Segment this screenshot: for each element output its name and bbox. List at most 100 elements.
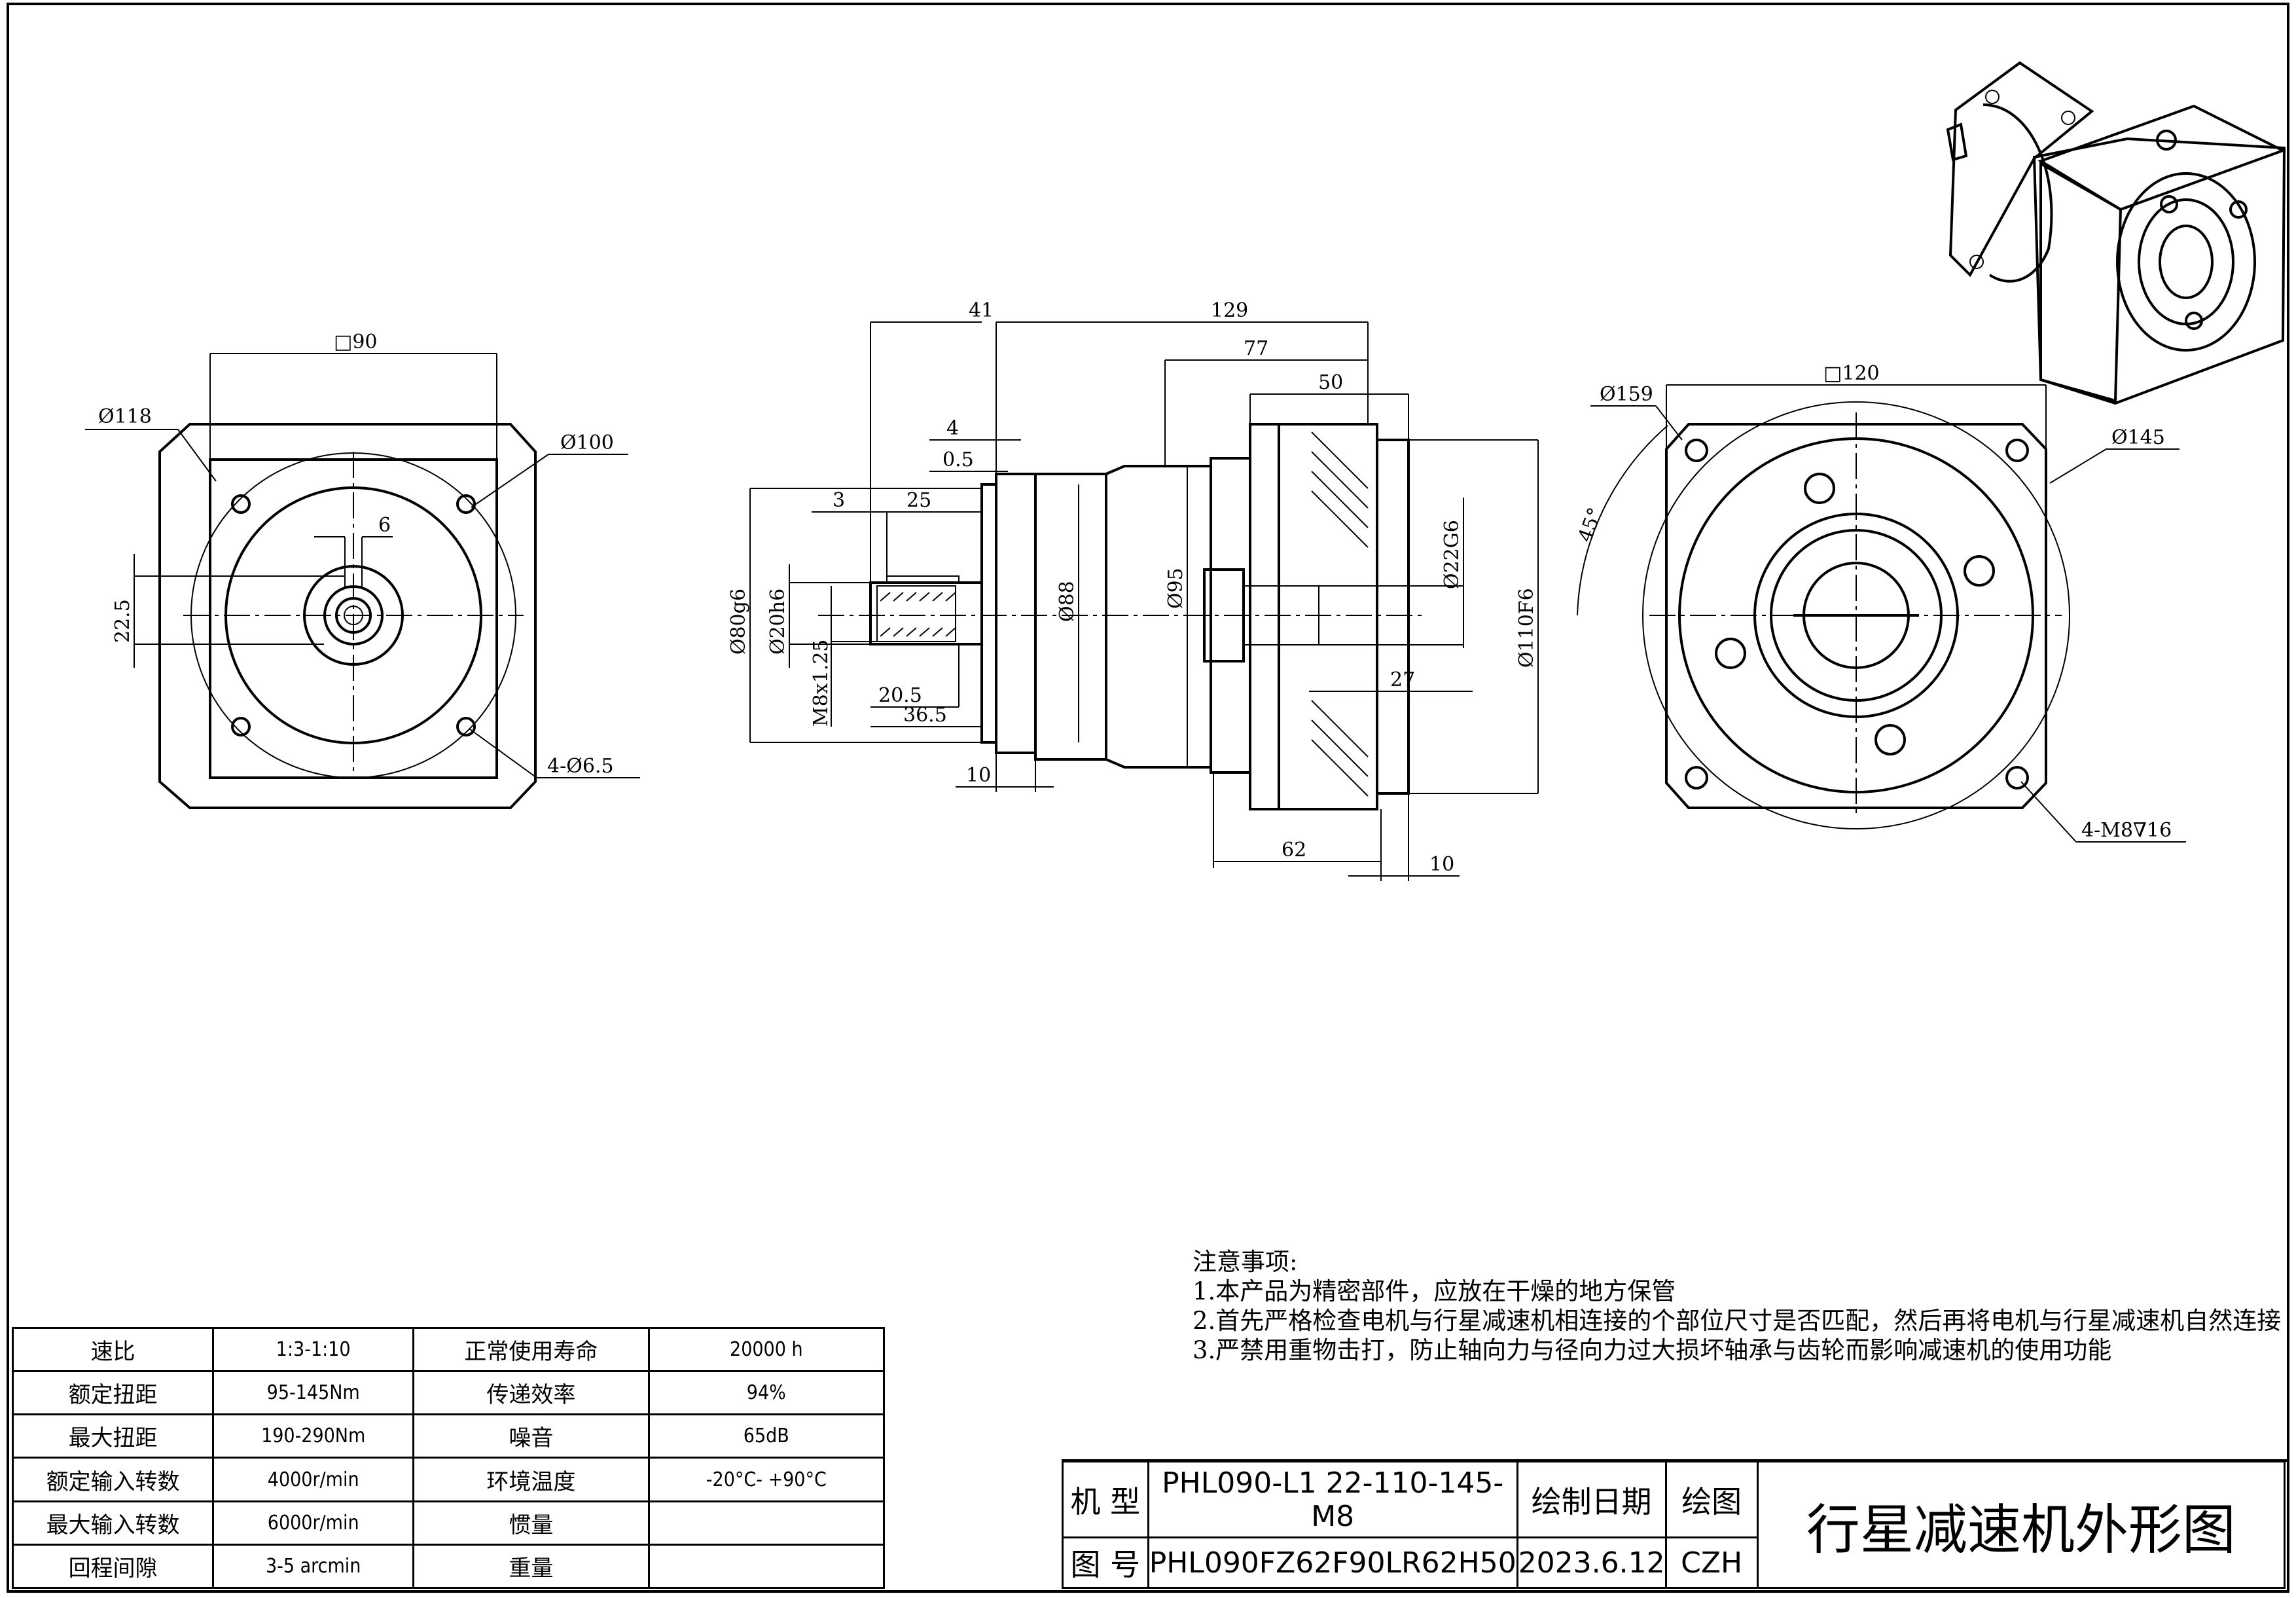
back-view: □120 Ø159 Ø145 45° 4-M8∇16 xyxy=(1574,362,2186,843)
dim-side-77: 77 xyxy=(1244,337,1268,360)
back-hole-br xyxy=(2005,766,2029,790)
front-hole-tl xyxy=(231,494,251,514)
front-view: □90 Ø118 Ø100 6 22.5 4-Ø6.5 xyxy=(85,331,640,809)
dim-side-20-5: 20.5 xyxy=(878,684,922,707)
spec-value: 190-290Nm xyxy=(212,1413,415,1459)
dim-dia-118: Ø118 xyxy=(98,405,152,428)
back-flange-outline xyxy=(1665,423,2047,809)
front-hole-bl xyxy=(231,717,251,736)
dim-side-m8: M8x1.25 xyxy=(810,639,833,727)
table-row: 速比 1:3-1:10 正常使用寿命 20000 h xyxy=(11,1326,886,1373)
dim-side-41: 41 xyxy=(969,299,994,322)
spec-key: 传递效率 xyxy=(412,1370,650,1416)
table-row: 机 型 PHL090-L1 22-110-145-M8 绘制日期 绘图 行星减速… xyxy=(1062,1460,2286,1589)
date-value: 2023.6.12 xyxy=(1516,1536,1667,1589)
side-flange xyxy=(995,473,1037,754)
dim-side-110: Ø110F6 xyxy=(1515,588,1538,668)
leader xyxy=(177,429,217,482)
dim-side-62: 62 xyxy=(1282,839,1306,862)
spec-key: 惯量 xyxy=(412,1500,650,1546)
side-shaft-hatch xyxy=(880,592,956,637)
spec-key: 正常使用寿命 xyxy=(412,1326,650,1373)
dim-side-22: Ø22G6 xyxy=(1441,520,1463,589)
spec-value: 1:3-1:10 xyxy=(212,1326,415,1373)
drawing-border xyxy=(7,3,2289,1593)
notes-line-3: 3.严禁用重物击打，防止轴向力与径向力过大损坏轴承与齿轮而影响减速机的使用功能 xyxy=(1193,1336,2112,1364)
back-bolt-1 xyxy=(1804,473,1835,504)
spec-value: 94% xyxy=(647,1370,886,1416)
notes-line-1: 1.本产品为精密部件，应放在干燥的地方保管 xyxy=(1193,1277,1676,1305)
dim-holes-m8: 4-M8∇16 xyxy=(2081,819,2172,842)
spec-key: 额定扭距 xyxy=(11,1370,215,1416)
leader xyxy=(2020,781,2077,843)
front-hole-tr xyxy=(456,494,476,514)
spec-table: 速比 1:3-1:10 正常使用寿命 20000 h 额定扭距 95-145Nm… xyxy=(11,1326,886,1589)
table-row: 额定扭距 95-145Nm 传递效率 94% xyxy=(11,1370,886,1416)
angle-arc xyxy=(1577,425,1668,616)
spec-key: 速比 xyxy=(11,1326,215,1373)
dim-dia-145: Ø145 xyxy=(2111,426,2165,449)
dim-dia-100: Ø100 xyxy=(560,431,614,454)
model-label: 机 型 xyxy=(1062,1460,1149,1539)
side-body-2 xyxy=(1105,465,1212,769)
spec-value xyxy=(647,1500,886,1546)
side-flange-hatch xyxy=(1311,431,1369,797)
dim-side-0-5: 0.5 xyxy=(942,448,974,471)
front-flange-outline xyxy=(158,423,537,809)
dim-side-95: Ø95 xyxy=(1164,568,1187,609)
dim-side-10a: 10 xyxy=(966,764,991,787)
spec-value: 95-145Nm xyxy=(212,1370,415,1416)
side-out-flange-right xyxy=(1376,439,1410,795)
spec-value: 65dB xyxy=(647,1413,886,1459)
spec-value: 20000 h xyxy=(647,1326,886,1373)
spec-value: 6000r/min xyxy=(212,1500,415,1546)
spec-value: -20°C- +90°C xyxy=(647,1457,886,1502)
dim-side-80: Ø80g6 xyxy=(727,589,750,655)
iso-shaft xyxy=(2159,225,2214,299)
spec-value: 3-5 arcmin xyxy=(212,1543,415,1589)
side-key xyxy=(886,575,960,583)
back-bolt-4 xyxy=(1715,638,1746,669)
iso-input-shaft xyxy=(1946,122,1968,162)
iso-motor-flange xyxy=(1948,61,2094,278)
spec-key: 最大输入转数 xyxy=(11,1500,215,1546)
dim-key-22-5: 22.5 xyxy=(111,599,134,643)
dim-side-4: 4 xyxy=(946,417,959,440)
side-view: 41 129 77 50 4 0.5 3 25 Ø80g6 Ø20h6 M8x1… xyxy=(727,299,1539,881)
iso-hole-4 xyxy=(2185,312,2203,330)
dim-side-36-5: 36.5 xyxy=(903,704,947,727)
drawing-title: 行星减速机外形图 xyxy=(1756,1461,2286,1589)
notes: 注意事项: 1.本产品为精密部件，应放在干燥的地方保管 2.首先严格检查电机与行… xyxy=(1193,1247,2281,1365)
side-flange-plate xyxy=(980,483,997,744)
side-out-flange-left xyxy=(1249,423,1280,810)
dim-side-88: Ø88 xyxy=(1056,581,1079,622)
notes-line-2: 2.首先严格检查电机与行星减速机相连接的个部位尺寸是否匹配，然后再将电机与行星减… xyxy=(1193,1307,2282,1335)
dim-side-3: 3 xyxy=(833,489,845,512)
iso-flange-hole-3 xyxy=(1969,255,1984,269)
iso-bore-inner xyxy=(2138,198,2234,325)
back-bolt-2 xyxy=(1964,555,1995,587)
spec-value: 4000r/min xyxy=(212,1457,415,1502)
front-hole-br xyxy=(456,717,476,736)
table-row: 回程间隙 3-5 arcmin 重量 xyxy=(11,1543,886,1589)
leader xyxy=(471,454,549,508)
spec-value xyxy=(647,1543,886,1589)
iso-hole-1 xyxy=(2156,130,2177,151)
leader xyxy=(2049,448,2107,484)
model-value: PHL090-L1 22-110-145-M8 xyxy=(1147,1460,1518,1539)
number-label: 图 号 xyxy=(1062,1536,1149,1589)
dim-key-6: 6 xyxy=(378,514,391,537)
leader xyxy=(1655,405,1683,441)
iso-hole-3 xyxy=(2229,200,2248,219)
iso-flange-hole-2 xyxy=(2061,111,2075,125)
spec-key: 噪音 xyxy=(412,1413,650,1459)
table-row: 额定输入转数 4000r/min 环境温度 -20°C- +90°C xyxy=(11,1457,886,1502)
spec-key: 回程间隙 xyxy=(11,1543,215,1589)
iso-side xyxy=(2039,161,2123,403)
notes-title: 注意事项: xyxy=(1193,1248,1298,1276)
back-hole-tl xyxy=(1685,439,1708,462)
spec-key: 最大扭距 xyxy=(11,1413,215,1459)
dim-side-20: Ø20h6 xyxy=(766,589,789,655)
dim-side-50: 50 xyxy=(1318,371,1343,394)
